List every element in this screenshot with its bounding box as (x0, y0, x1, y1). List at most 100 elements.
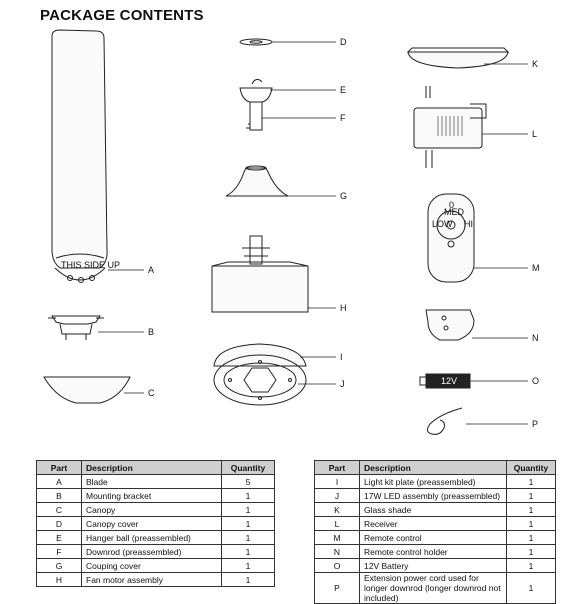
quantity-cell: 1 (506, 516, 556, 531)
part-cell: A (36, 474, 82, 489)
package-contents-illustration: THIS SIDE UP 12V 0 MED LOW HI A B C D E … (43, 29, 540, 435)
quantity-cell: 1 (506, 502, 556, 517)
part-cell: L (314, 516, 360, 531)
quantity-cell: 1 (221, 488, 275, 503)
callout-n: N (532, 333, 539, 343)
quantity-cell: 1 (506, 530, 556, 545)
table-header-row: Part Description Quantity (36, 460, 275, 475)
part-cell: P (314, 572, 360, 604)
quantity-cell: 1 (221, 502, 275, 517)
part-cell: H (36, 572, 82, 587)
canopy-drawing (43, 376, 131, 404)
quantity-cell: 1 (506, 572, 556, 604)
quantity-cell: 1 (506, 558, 556, 573)
description-cell: Canopy cover (81, 516, 222, 531)
part-cell: K (314, 502, 360, 517)
part-cell: E (36, 530, 82, 545)
callout-e: E (340, 85, 346, 95)
description-cell: Receiver (359, 516, 507, 531)
header-quantity: Quantity (221, 460, 275, 475)
remote-holder-drawing (425, 309, 475, 341)
part-cell: I (314, 474, 360, 489)
callout-i: I (340, 352, 343, 362)
header-part: Part (314, 460, 360, 475)
description-cell: Remote control (359, 530, 507, 545)
quantity-cell: 1 (221, 572, 275, 587)
quantity-cell: 1 (221, 516, 275, 531)
part-cell: J (314, 488, 360, 503)
quantity-cell: 5 (221, 474, 275, 489)
description-cell: Downrod (preassembled) (81, 544, 222, 559)
quantity-cell: 1 (221, 558, 275, 573)
table-header-row: Part Description Quantity (314, 460, 556, 475)
quantity-cell: 1 (221, 544, 275, 559)
description-cell: 12V Battery (359, 558, 507, 573)
blade-drawing (51, 29, 108, 283)
quantity-cell: 1 (506, 474, 556, 489)
light-kit-drawing (213, 343, 307, 406)
callout-m: M (532, 263, 540, 273)
hanger-downrod-drawing (239, 78, 273, 131)
header-quantity: Quantity (506, 460, 556, 475)
part-cell: N (314, 544, 360, 559)
description-cell: Couping cover (81, 558, 222, 573)
callout-a: A (148, 265, 154, 275)
part-cell: D (36, 516, 82, 531)
callout-f: F (340, 113, 346, 123)
header-part: Part (36, 460, 82, 475)
part-cell: B (36, 488, 82, 503)
callout-o: O (532, 376, 539, 386)
canopy-cover-drawing (239, 38, 273, 46)
remote-marking-hi: HI (464, 219, 473, 229)
part-cell: C (36, 502, 82, 517)
part-cell: F (36, 544, 82, 559)
remote-marking-low: LOW (432, 219, 453, 229)
description-cell: Mounting bracket (81, 488, 222, 503)
description-cell: Extension power cord used for longer dow… (359, 572, 507, 604)
callout-p: P (532, 419, 538, 429)
callout-b: B (148, 327, 154, 337)
quantity-cell: 1 (506, 544, 556, 559)
description-cell: 17W LED assembly (preassembled) (359, 488, 507, 503)
quantity-cell: 1 (221, 530, 275, 545)
glass-shade-drawing (406, 47, 510, 69)
header-description: Description (359, 460, 507, 475)
remote-control-drawing (427, 193, 475, 283)
mounting-bracket-drawing (48, 315, 104, 340)
description-cell: Fan motor assembly (81, 572, 222, 587)
remote-marking-med: MED (444, 207, 465, 217)
part-cell: M (314, 530, 360, 545)
description-cell: Blade (81, 474, 222, 489)
description-cell: Light kit plate (preassembled) (359, 474, 507, 489)
callout-l: L (532, 129, 537, 139)
description-cell: Glass shade (359, 502, 507, 517)
header-description: Description (81, 460, 222, 475)
fan-motor-drawing (211, 235, 309, 313)
battery-drawing (419, 373, 471, 389)
description-cell: Canopy (81, 502, 222, 517)
page-title: PACKAGE CONTENTS (40, 7, 204, 24)
receiver-drawing (413, 86, 487, 168)
part-cell: O (314, 558, 360, 573)
coupling-cover-drawing (225, 165, 289, 197)
callout-d: D (340, 37, 347, 47)
callout-c: C (148, 388, 155, 398)
callout-g: G (340, 191, 347, 201)
blade-marking: THIS SIDE UP (61, 260, 120, 270)
battery-marking: 12V (441, 376, 457, 386)
remote-marking-top: 0 (449, 200, 454, 210)
